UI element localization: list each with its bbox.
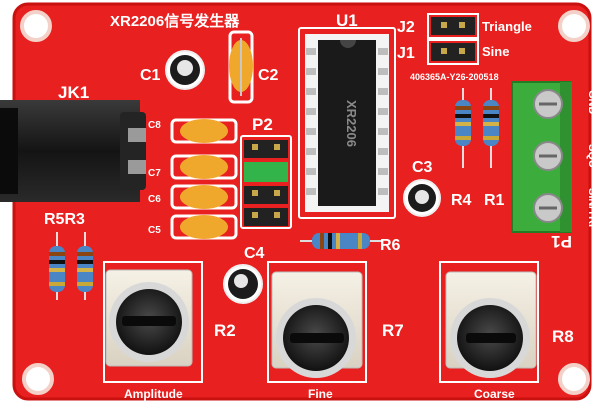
label-gnd: GND (586, 90, 598, 115)
label-c4: C4 (244, 245, 265, 262)
label-u1: U1 (336, 11, 358, 30)
resistor-r4 (455, 88, 471, 168)
label-j1: J1 (397, 45, 415, 62)
ic-u1-chip (318, 40, 376, 206)
label-p2: P2 (252, 115, 273, 134)
resistor-r6 (300, 233, 382, 249)
label-jk1: JK1 (58, 83, 89, 102)
ic-u1-pins (306, 48, 388, 195)
label-r6: R6 (380, 237, 401, 254)
terminal-block-p1 (511, 81, 572, 233)
mounting-holes (20, 10, 590, 395)
label-sine: Sine (482, 44, 509, 59)
label-fine: Fine (308, 387, 333, 401)
label-p1: P1 (551, 232, 572, 251)
jumper-j1 (427, 39, 479, 65)
label-r7: R7 (382, 321, 404, 340)
label-sin-tri: SIN/TRI (586, 188, 598, 227)
resistor-r5 (49, 232, 65, 300)
board-title: XR2206信号发生器 (110, 12, 240, 30)
label-c2: C2 (258, 67, 279, 84)
label-r5r3: R5R3 (44, 211, 85, 228)
potentiometer-r2[interactable] (103, 261, 203, 383)
jumper-j2 (427, 13, 479, 39)
label-c7: C7 (148, 168, 161, 179)
label-c6: C6 (148, 194, 161, 205)
resistor-r3 (77, 232, 93, 300)
header-p2 (240, 135, 292, 229)
label-c3: C3 (412, 159, 433, 176)
potentiometer-r8[interactable] (439, 261, 539, 383)
capacitor-c3 (403, 179, 441, 217)
dc-jack-jk1 (0, 100, 146, 202)
chip-marking: XR2206 (344, 100, 359, 147)
label-amplitude: Amplitude (124, 387, 183, 401)
potentiometer-r7[interactable] (267, 261, 367, 383)
label-c5: C5 (148, 225, 161, 236)
label-c8: C8 (148, 120, 161, 131)
label-r8: R8 (552, 327, 574, 346)
label-r1: R1 (484, 192, 505, 209)
resistor-r1 (483, 88, 499, 168)
capacitor-c6 (170, 184, 238, 210)
label-j2: J2 (397, 19, 415, 36)
label-coarse: Coarse (474, 387, 515, 401)
serial-number: 406365A-Y26-200518 (410, 72, 499, 82)
capacitor-c4 (223, 264, 263, 304)
capacitor-c7 (170, 154, 238, 180)
label-r2: R2 (214, 321, 236, 340)
capacitor-c5 (170, 214, 238, 240)
label-triangle: Triangle (482, 19, 532, 34)
label-c1: C1 (140, 67, 161, 84)
label-r4: R4 (451, 192, 472, 209)
capacitor-c2 (228, 30, 254, 104)
capacitor-c8 (170, 118, 238, 144)
label-squ: SQU (586, 144, 598, 168)
capacitor-c1 (165, 50, 205, 90)
